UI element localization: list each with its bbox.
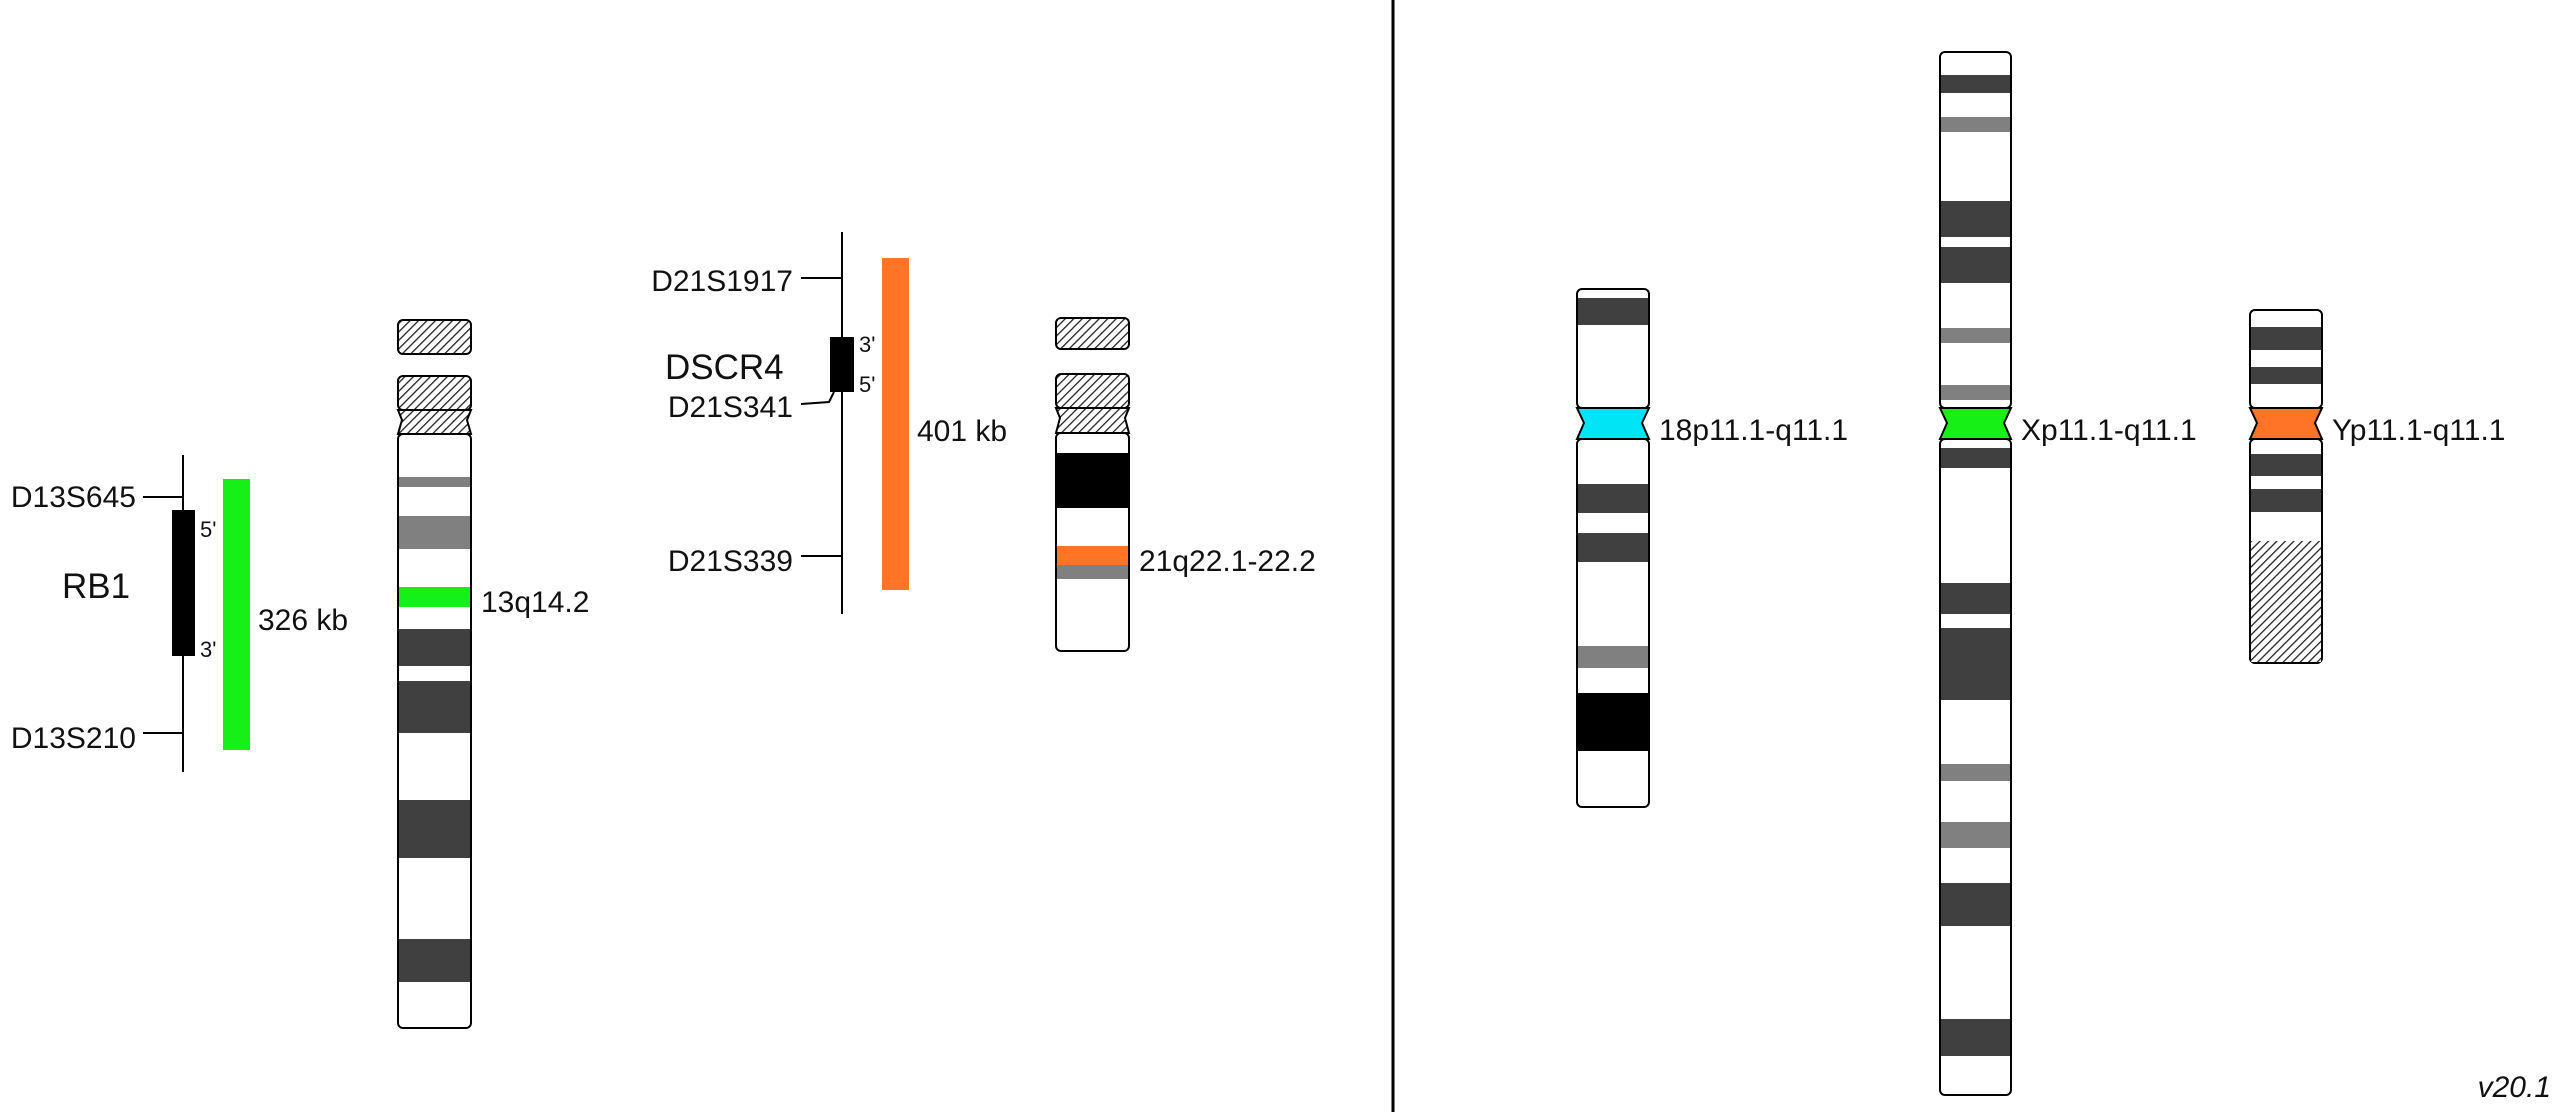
chr13-band [399, 516, 470, 549]
rb1-gene-label: RB1 [62, 567, 130, 606]
dscr4-probe-size: 401 kb [917, 415, 1007, 448]
dscr4-gene-box [830, 337, 854, 392]
rb1-probe-bar [223, 479, 250, 750]
chrx-band [1941, 822, 2010, 848]
chr13-band [399, 681, 470, 733]
rb1-gene-box [172, 510, 195, 656]
dscr4-gene-label: DSCR4 [665, 348, 784, 387]
chry-band [2251, 454, 2321, 476]
chrx-band [1941, 385, 2010, 400]
marker-tick-d21s341 [800, 391, 835, 405]
rb1-prime-bottom: 3' [200, 637, 216, 662]
chry-band [2251, 489, 2321, 512]
chrx-band [1941, 764, 2010, 781]
chrx-band [1941, 583, 2010, 614]
chrx-centromere-highlight [1938, 407, 2013, 440]
chrx-band [1941, 448, 2010, 468]
chry-band [2251, 327, 2321, 350]
marker-d21s339-label: D21S339 [668, 545, 793, 578]
chr21-band-label: 21q22.1-22.2 [1139, 545, 1316, 578]
marker-d13s210-label: D13S210 [11, 722, 136, 755]
chr13-centromere [396, 409, 473, 435]
chrx-band [1941, 883, 2010, 926]
dscr4-prime-bottom: 5' [859, 372, 875, 397]
chr13-band [399, 477, 470, 487]
chr13-band-13q14-2 [399, 587, 470, 607]
chrx-band [1941, 628, 2010, 700]
chromosome-21: 21q22.1-22.2 [1054, 317, 1316, 652]
chrx-band [1941, 75, 2010, 93]
chr18-centromere-highlight [1575, 407, 1651, 440]
chrx-band [1941, 201, 2010, 237]
chrx-band-label: Xp11.1-q11.1 [2021, 414, 2197, 447]
chr13-band [399, 939, 470, 982]
chromosome-y: Yp11.1-q11.1 [2248, 309, 2505, 664]
dscr4-probe-map: D21S1917 D21S341 D21S339 DSCR4 3' 5' 401… [651, 232, 1007, 614]
chry-p-arm [2249, 309, 2323, 409]
chrx-band [1941, 328, 2010, 343]
chr18-band [1578, 533, 1648, 562]
chr13-stalk [397, 375, 472, 411]
chr13-band [399, 629, 470, 666]
chr13-band [399, 800, 470, 858]
chr18-band [1578, 693, 1648, 751]
chrx-band [1941, 247, 2010, 283]
chromosome-18: 18p11.1-q11.1 [1575, 288, 1848, 808]
chromosome-13: 13q14.2 [396, 319, 589, 1029]
rb1-probe-size: 326 kb [258, 604, 348, 637]
chromosome-x: Xp11.1-q11.1 [1938, 51, 2197, 1096]
marker-d13s645-label: D13S645 [11, 481, 136, 514]
dscr4-prime-top: 3' [859, 332, 875, 357]
chr18-band [1578, 484, 1648, 513]
chr18-band-label: 18p11.1-q11.1 [1659, 414, 1848, 447]
chr21-satellite-top [1055, 317, 1130, 350]
rb1-probe-map: D13S645 D13S210 RB1 5' 3' 326 kb [11, 455, 348, 772]
chr21-band [1057, 453, 1128, 508]
chry-band-label: Yp11.1-q11.1 [2332, 414, 2505, 447]
chry-band [2251, 367, 2321, 384]
rb1-prime-top: 5' [200, 517, 216, 542]
chrx-band [1941, 1019, 2010, 1056]
chr21-band-21q22-1-22-2 [1057, 546, 1128, 565]
chr13-band-label: 13q14.2 [481, 586, 589, 619]
dscr4-probe-bar [882, 258, 909, 590]
chr21-stalk [1055, 373, 1130, 409]
chry-centromere-highlight [2248, 407, 2324, 440]
chr21-centromere [1054, 407, 1131, 434]
marker-d21s341-label: D21S341 [668, 391, 793, 424]
chr21-band [1057, 565, 1128, 579]
version-label: v20.1 [2478, 1071, 2551, 1104]
chry-heterochromatin [2251, 541, 2321, 662]
chr13-satellite-top [397, 319, 472, 355]
chr18-band [1578, 646, 1648, 668]
marker-d21s1917-label: D21S1917 [651, 265, 793, 298]
chr18-band [1578, 298, 1648, 325]
chrx-band [1941, 117, 2010, 132]
